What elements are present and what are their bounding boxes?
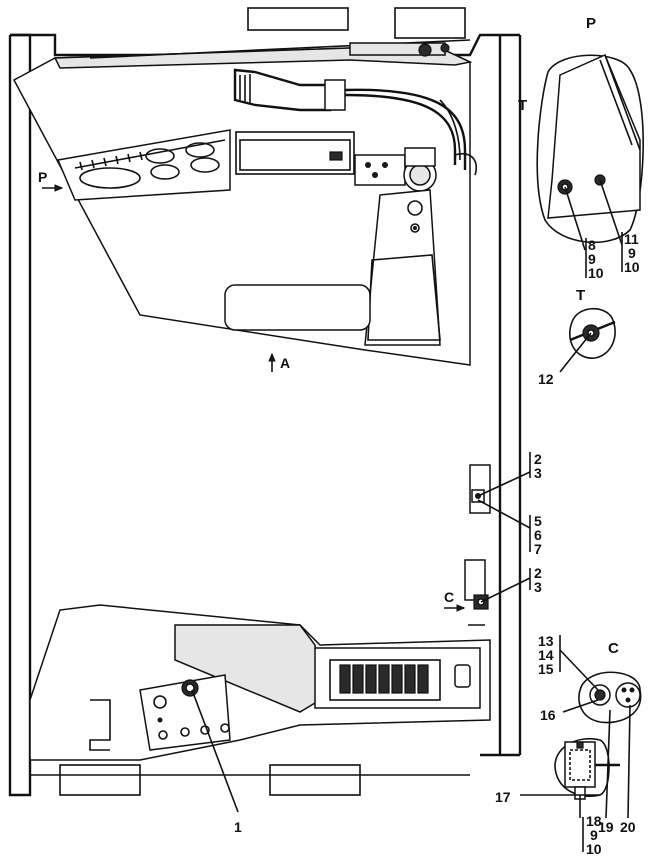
callout-9c: 9 — [590, 827, 598, 843]
callout-12: 12 — [538, 371, 554, 387]
callout-18: 18 — [586, 813, 602, 829]
callout-5: 5 — [534, 513, 542, 529]
callout-9b: 9 — [628, 245, 636, 261]
label-p-arrow: P — [38, 169, 47, 185]
label-detail-t: T — [518, 97, 527, 114]
view-arrows — [42, 184, 466, 612]
label-c-arrow: C — [444, 589, 454, 605]
label-detail-t-small: T — [576, 287, 585, 304]
callout-10c: 10 — [586, 841, 602, 857]
callout-2b: 2 — [534, 565, 542, 581]
callout-3a: 3 — [534, 465, 542, 481]
callout-10a: 10 — [588, 265, 604, 281]
label-detail-c: C — [608, 640, 619, 657]
gauge-cluster — [74, 139, 226, 189]
label-detail-p: P — [586, 15, 596, 32]
callout-2a: 2 — [534, 451, 542, 467]
callout-1: 1 — [234, 819, 242, 835]
callout-20: 20 — [620, 819, 636, 835]
callout-9a: 9 — [588, 251, 596, 267]
wall-fittings — [464, 464, 491, 626]
detail-c — [554, 671, 642, 800]
callout-14: 14 — [538, 647, 554, 663]
callout-15: 15 — [538, 661, 554, 677]
callout-3b: 3 — [534, 579, 542, 595]
control-block — [354, 147, 437, 192]
fuse-panel — [314, 647, 481, 709]
callout-7: 7 — [534, 541, 542, 557]
callout-17: 17 — [495, 789, 511, 805]
callout-6: 6 — [534, 527, 542, 543]
upper-dashboard — [12, 39, 477, 366]
lower-control-desk — [29, 604, 491, 761]
callout-8: 8 — [588, 237, 596, 253]
leader-lines — [191, 179, 631, 852]
label-a-arrow: A — [280, 355, 290, 371]
callout-10b: 10 — [624, 259, 640, 275]
callout-11: 11 — [624, 231, 639, 247]
detail-t — [569, 307, 616, 359]
labels: P A C P T T C 1 2 3 5 6 7 2 3 8 9 10 11 … — [38, 15, 640, 857]
detail-p — [536, 54, 644, 244]
callout-13: 13 — [538, 633, 554, 649]
steering-column — [233, 68, 467, 170]
callout-16: 16 — [540, 707, 556, 723]
callout-19: 19 — [598, 819, 614, 835]
